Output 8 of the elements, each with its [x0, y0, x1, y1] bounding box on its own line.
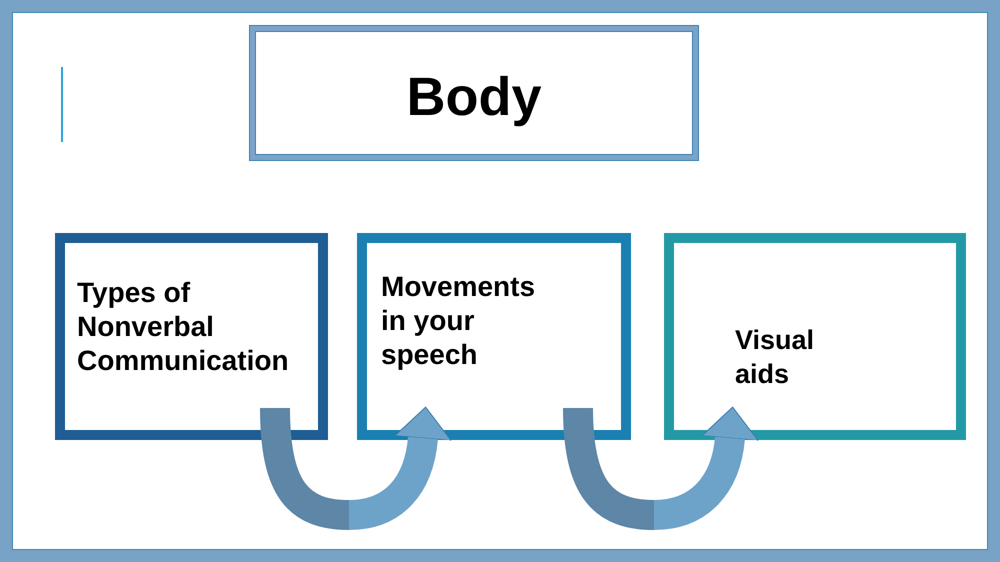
process-box [55, 233, 328, 440]
box-text: Visual aids [735, 324, 816, 391]
box-text: Types of Nonverbal Communication [77, 276, 290, 378]
process-box [357, 233, 631, 440]
process-box [664, 233, 966, 440]
box-text: Movements in your speech [381, 270, 536, 372]
title-box [250, 26, 698, 160]
title-text: Body [406, 66, 542, 128]
